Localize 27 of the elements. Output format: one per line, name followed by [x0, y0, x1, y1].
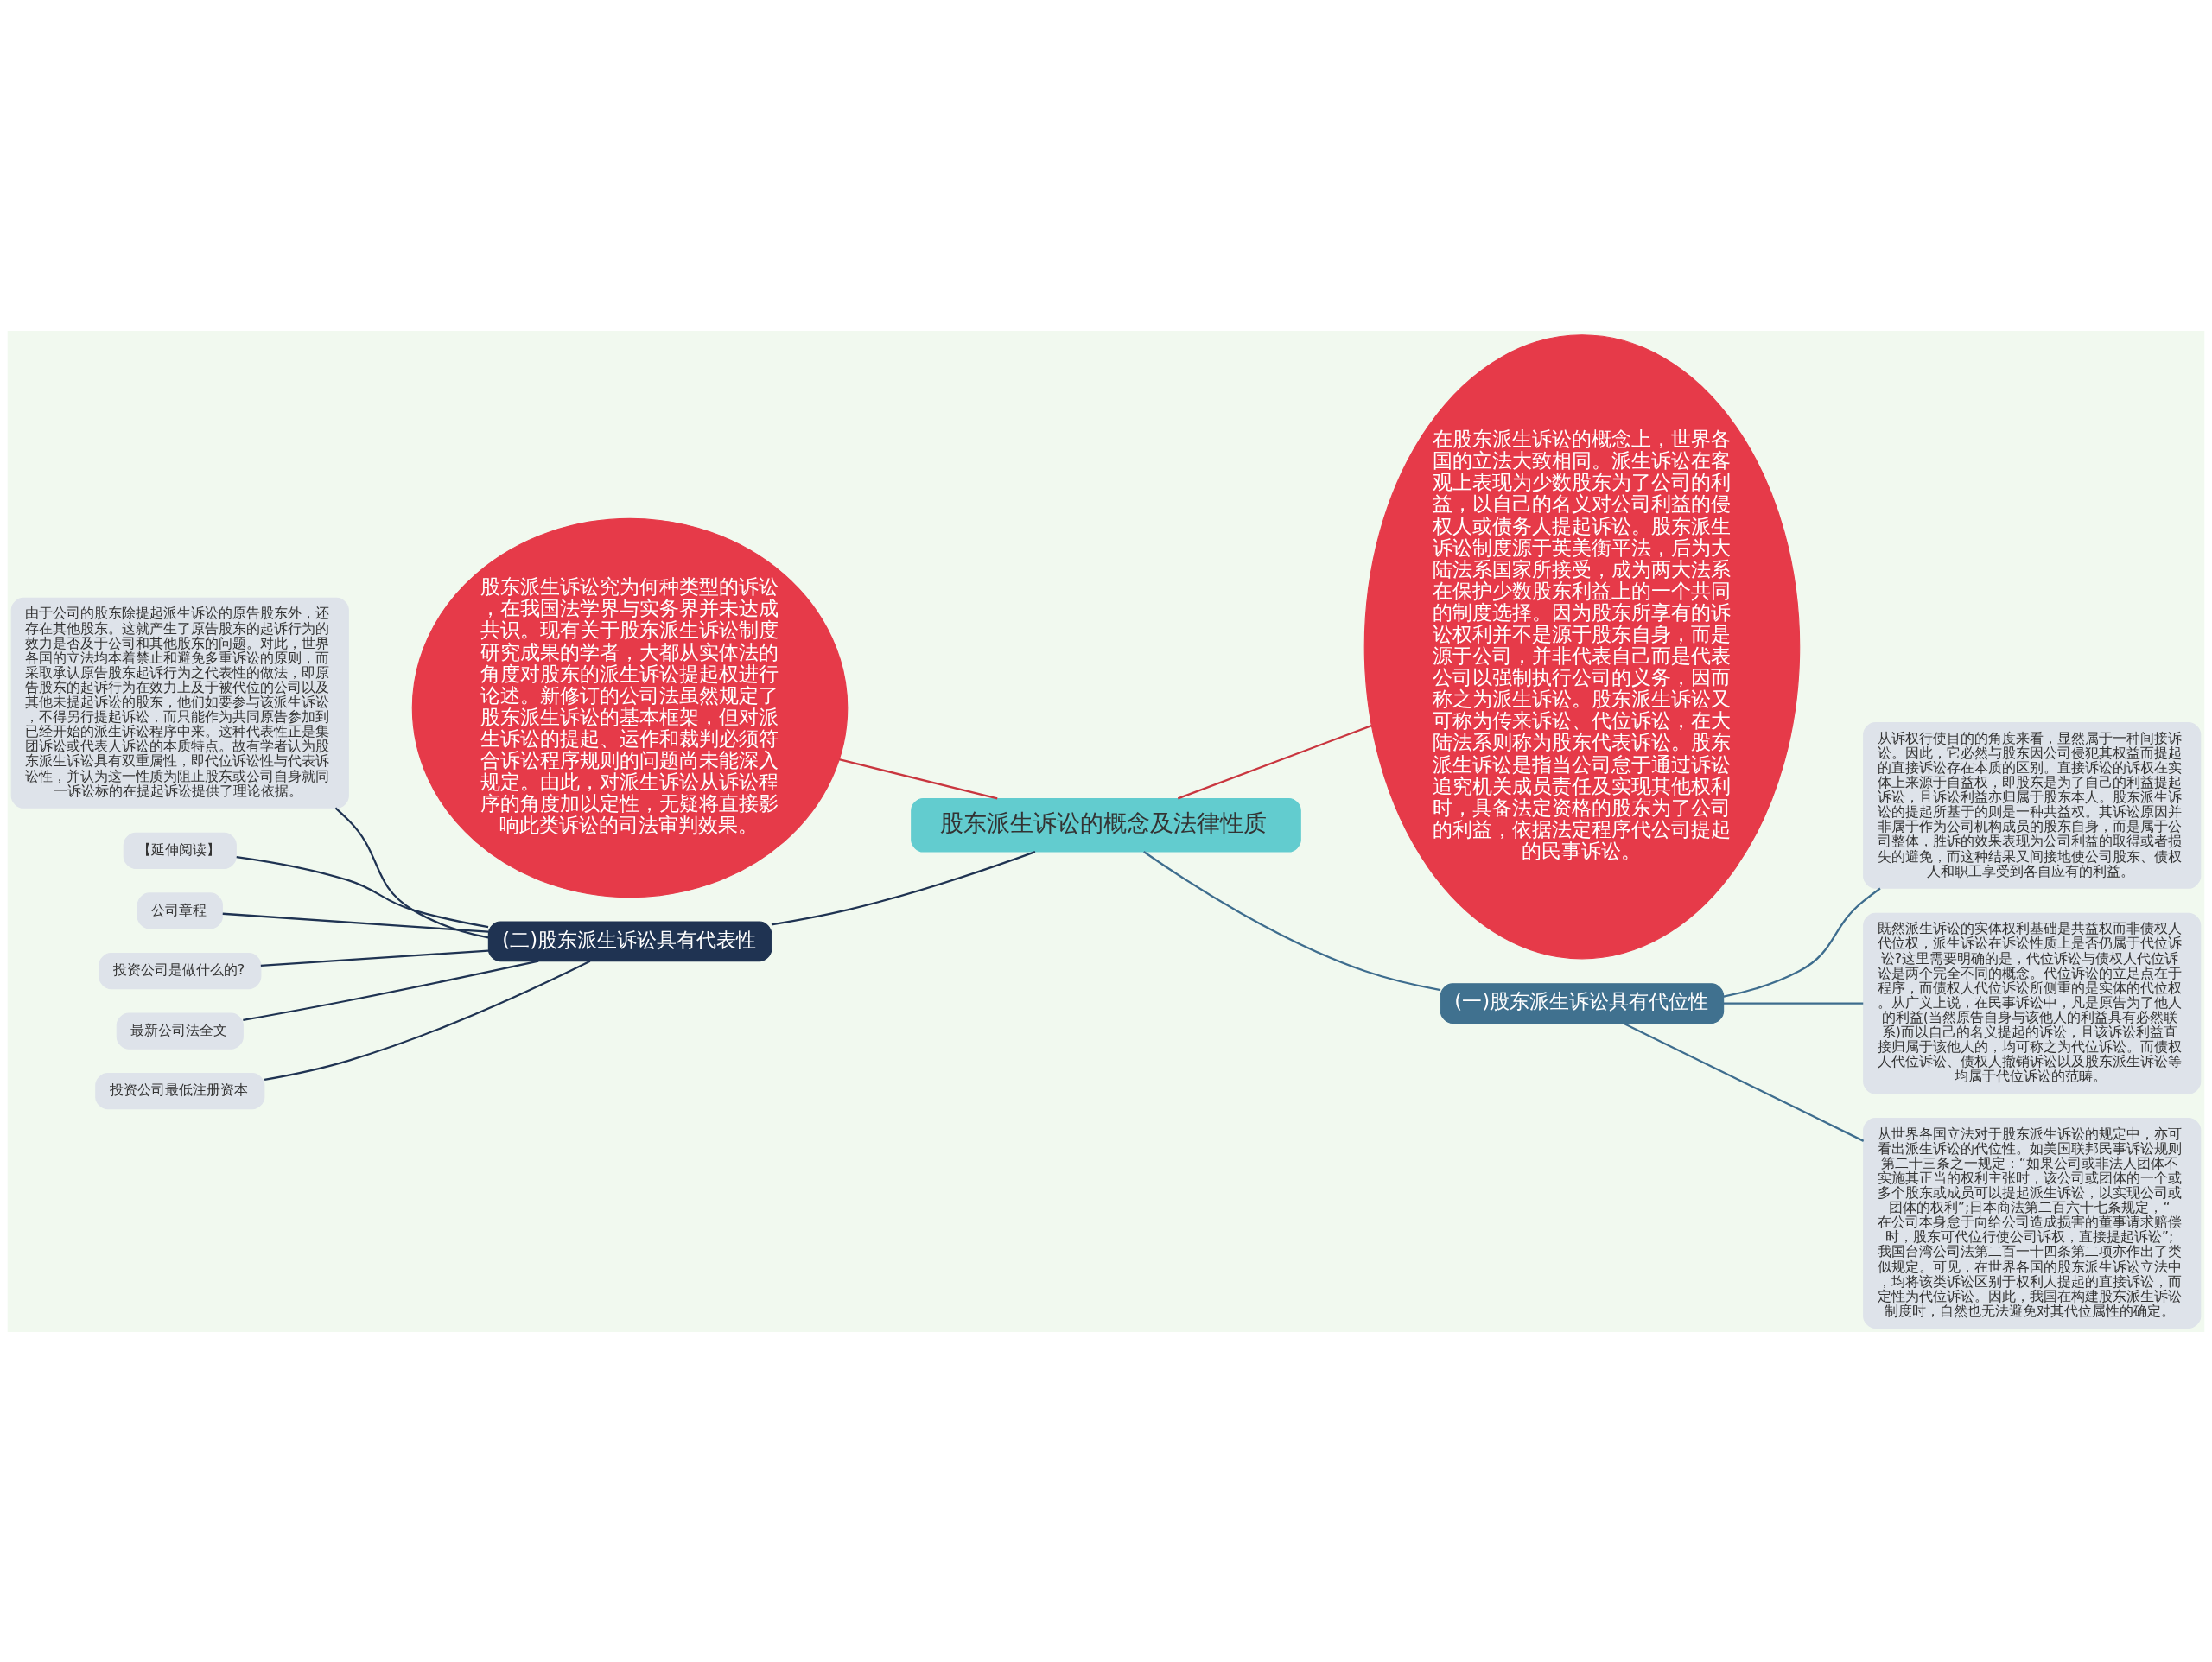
connector [1623, 1022, 1865, 1142]
node-box: 公司章程 [137, 891, 223, 929]
node-box: 从诉权行使目的的角度来看，显然属于一种间接诉讼。因此，它必然与股东因公司侵犯其权益而提起的直接诉讼存在本质的区别。直接诉讼的诉权在实体上来源于自益权，即股东是为了自己的利益提起诉讼，且诉讼利益亦归属于股东本人。股东派生诉讼的提起所基于的则是一种共益权。其诉讼原因并非属于作为公司机构成员的股东自身，而是属于公司整体，胜诉的效果表现为公司利益的取得或者损失的避免，而这种结果又间接地使公司股东、债权人和职工享受到各自应有的利益。 [1863, 721, 2202, 889]
node-box: 由于公司的股东除提起派生诉讼的原告股东外，还存在其他股东。这就产生了原告股东的起诉行为的效力是否及于公司和其他股东的问题。对此，世界各国的立法均本着禁止和避免多重诉讼的原则，而采取承认原告股东起诉行为之代表性的做法，即原告股东的起诉行为在效力上及于被代位的公司以及其他未提起诉讼的股东，他们如要参与该派生诉讼，不得另行提起诉讼，而只能作为共同原告参加到已经开始的派生诉讼程序中来。这种代表性正是集团诉讼或代表人诉讼的本质特点。故有学者认为股东派生诉讼具有双重属性，即代位诉讼性与代表诉讼性，并认为这一性质为阻止股东或公司自身就同一诉讼标的在提起诉讼提供了理论依据。 [10, 597, 349, 809]
connector [222, 912, 489, 933]
connector [260, 948, 489, 967]
node-ellipse: 股东派生诉讼究为何种类型的诉讼，在我国法学界与实务界并未达成共识。现有关于股东派生诉讼制度研究成果的学者，大都从实体法的角度对股东的派生诉讼提起权进行论述。新修订的公司法虽然规定了股东派生诉讼的基本框架，但对派生诉讼的提起、运作和裁判必须符合诉讼程序规则的问题尚未能深入规定。由此，对派生诉讼从诉讼程序的角度加以定性，无疑将直接影响此类诉讼的司法审判效果。 [411, 517, 849, 898]
node-box: 【延伸阅读】 [123, 832, 237, 869]
node-box: 既然派生诉讼的实体权利基础是共益权而非债权人代位权，派生诉讼在诉讼性质上是否仍属于代位诉讼?这里需要明确的是，代位诉讼与债权人代位诉讼是两个完全不同的概念。代位诉讼的立足点在于程序，而债权人代位诉讼所侧重的是实体的代位权。从广义上说，在民事诉讼中，凡是原告为了他人的利益(当然原告自身与该他人的利益具有必然联系)而以自己的名义提起的诉讼，且该诉讼利益直接归属于该他人的，均可称之为代位诉讼。而债权人代位诉讼、债权人撤销诉讼以及股东派生诉讼等均属于代位诉讼的范畴。 [1863, 912, 2202, 1094]
connector [838, 758, 998, 800]
node-ellipse: 在股东派生诉讼的概念上，世界各国的立法大致相同。派生诉讼在客观上表现为少数股东为了公司的利益，以自己的名义对公司利益的侵权人或债务人提起诉讼。股东派生诉讼制度源于英美衡平法，后为大陆法系国家所接受，成为两大法系在保护少数股东利益上的一个共同的制度选择。因为股东所享有的诉讼权利并不是源于股东自身，而是源于公司，并非代表自己而是代表公司以强制执行公司的义务，因而称之为派生诉讼。股东派生诉讼又可称为传来诉讼、代位诉讼，在大陆法系则称为股东代表诉讼。股东派生诉讼是指当公司怠于通过诉讼追究机关成员责任及实现其他权利时，具备法定资格的股东为了公司的利益，依据法定程序代公司提起的民事诉讼。 [1363, 333, 1801, 959]
node-box: (一)股东派生诉讼具有代位性 [1440, 982, 1725, 1024]
node-box: 投资公司最低注册资本 [95, 1072, 265, 1109]
connector [243, 960, 539, 1021]
connector [771, 850, 1036, 925]
node-box: 最新公司法全文 [116, 1012, 244, 1050]
connector [334, 807, 489, 939]
node-box: 从世界各国立法对于股东派生诉讼的规定中，亦可看出派生诉讼的代位性。如美国联邦民事诉讼规则第二十三条之一规定：“如果公司或非法人团体不实施其正当的权利主张时，该公司或团体的一个或多个股东或成员可以提起派生诉讼，以实现公司或团体的权利”;日本商法第二百六十七条规定，“在公司本身怠于向给公司造成损害的董事请求赔偿时，股东可代位行使公司诉权，直接提起诉讼”;我国台湾公司法第二百一十四条第二项亦作出了类似规定。可见，在世界各国的股东派生诉讼立法中，均将该类诉讼区别于权利人提起的直接诉讼，而定性为代位诉讼。因此，我国在构建股东派生诉讼制度时，自然也无法避免对其代位属性的确定。 [1863, 1117, 2202, 1329]
node-box: (二)股东派生诉讼具有代表性 [487, 920, 772, 961]
connector [1723, 887, 1881, 998]
connector [236, 855, 489, 928]
connector [1177, 724, 1372, 799]
node-box: 投资公司是做什么的? [99, 952, 262, 989]
connector [264, 960, 591, 1081]
node-box: 股东派生诉讼的概念及法律性质 [911, 797, 1301, 853]
connector [1723, 1002, 1864, 1005]
connector [1143, 850, 1441, 991]
